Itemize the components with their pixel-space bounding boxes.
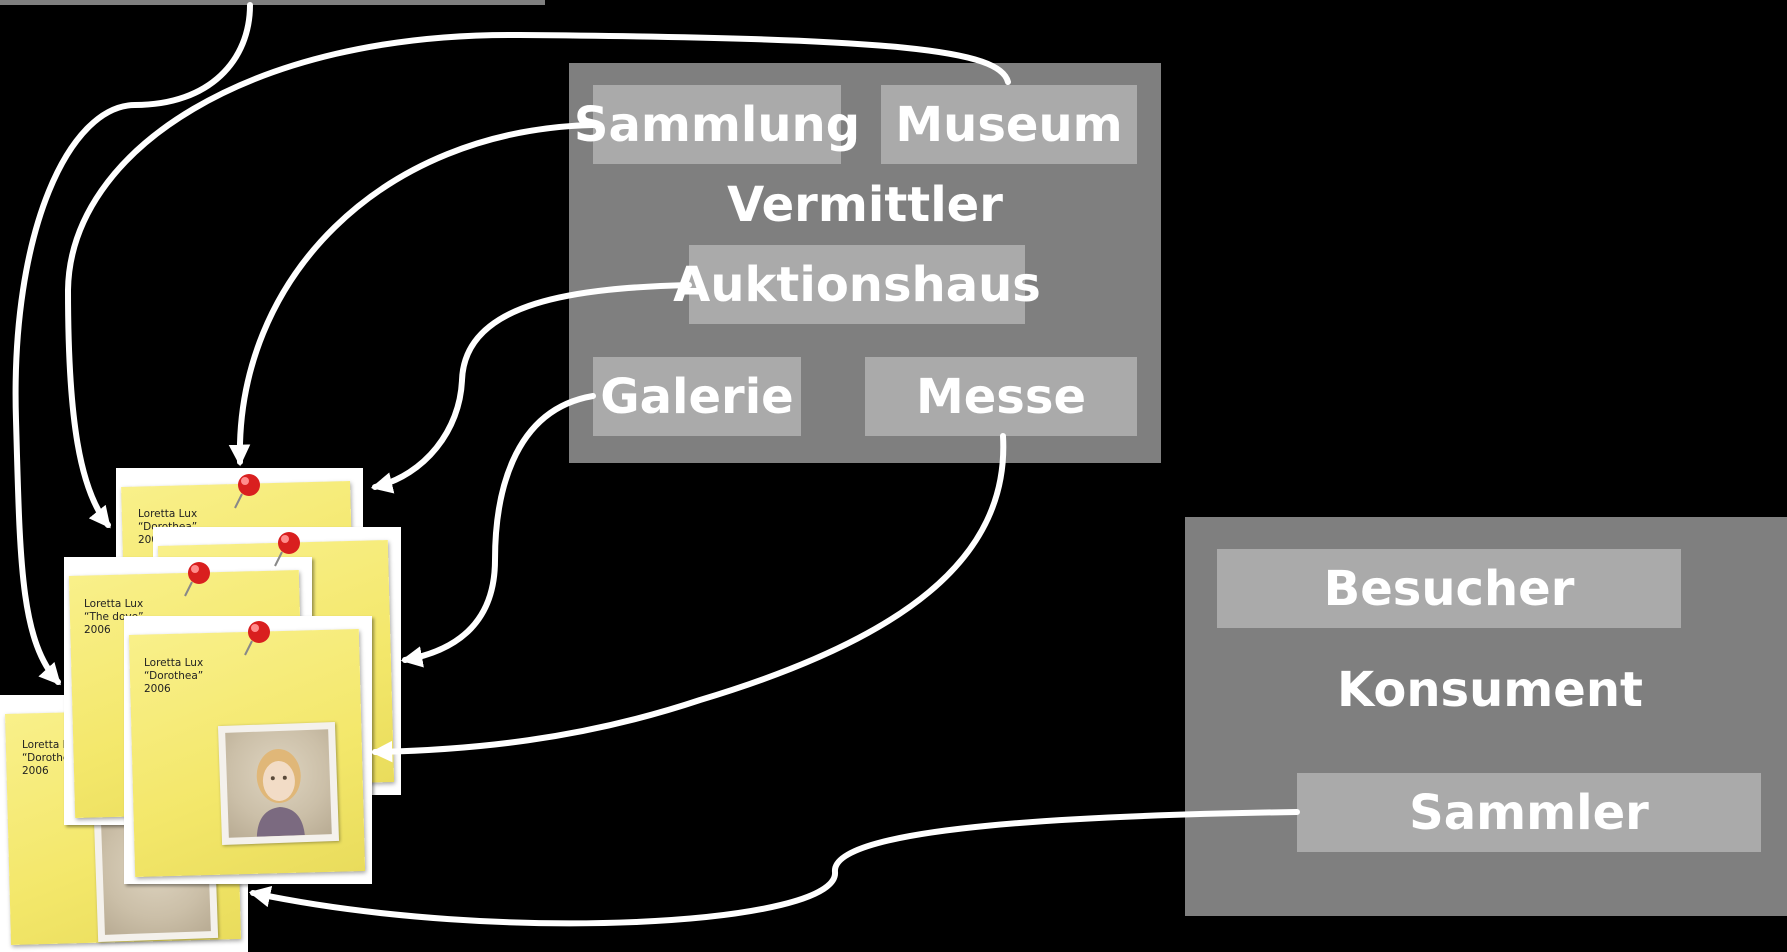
arrow-auktionshaus-to-notes [370, 282, 692, 494]
sammler-box: Sammler [1297, 773, 1761, 852]
portrait-photo [217, 721, 340, 846]
arrow-museum-to-notes [64, 31, 1011, 529]
arrow-messe-to-notes [370, 433, 1007, 763]
push-pin-icon [234, 474, 260, 509]
arrow-galerie-to-notes [400, 393, 596, 668]
push-pin-icon [244, 621, 270, 656]
arrow-sammlung-to-notes [228, 122, 596, 467]
top-bar [0, 0, 545, 5]
arrow-sammler-to-notes [248, 809, 1300, 927]
note-caption: Loretta Lux “Dorothea” 2006 [144, 657, 204, 695]
sticky-note: Loretta Lux “Dorothea” 2006 [124, 616, 372, 884]
auktionshaus-box: Auktionshaus [673, 245, 1041, 324]
besucher-box: Besucher [1217, 549, 1681, 628]
messe-box: Messe [865, 357, 1137, 436]
vermittler-label: Vermittler [727, 177, 1003, 233]
note-caption: Loretta Lux “The dove” 2006 [84, 598, 144, 636]
konsument-label: Konsument [1337, 662, 1643, 718]
galerie-box: Galerie [593, 357, 801, 436]
push-pin-icon [184, 562, 210, 597]
push-pin-icon [274, 532, 300, 567]
museum-box: Museum [881, 85, 1137, 164]
arrow-top-to-notes [12, 2, 253, 686]
sammlung-box: Sammlung [574, 85, 860, 164]
